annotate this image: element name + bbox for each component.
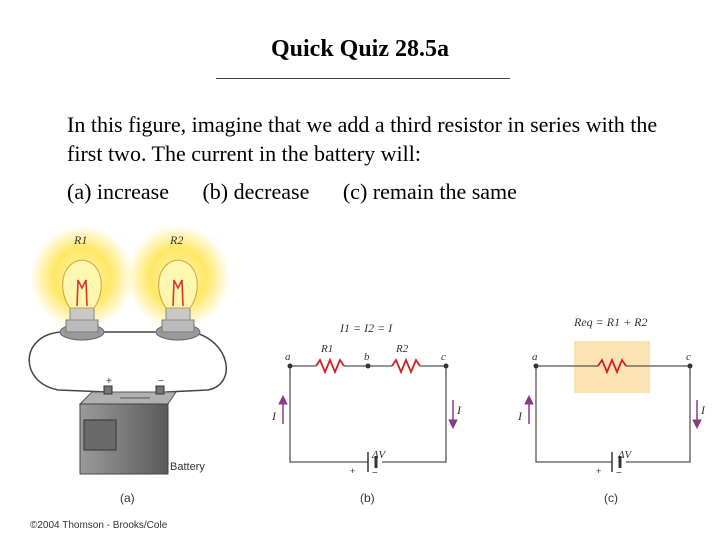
caption-c: (c) — [604, 491, 618, 505]
resistor-r2-b — [391, 357, 421, 375]
wire-loop — [28, 331, 227, 393]
node-b-b — [365, 363, 371, 369]
choice-a[interactable]: (a) increase — [67, 179, 169, 204]
label-r1-a: R1 — [73, 233, 87, 247]
resistor-r1-b — [315, 357, 345, 375]
answer-choices: (a) increase (b) decrease (c) remain the… — [67, 179, 667, 205]
choice-c[interactable]: (c) remain the same — [342, 179, 517, 204]
panel-a-pictorial-circuit: R1 R2 + − Battery (a) — [28, 225, 230, 505]
battery-minus-b: − — [372, 468, 378, 479]
battery-minus-a: − — [158, 376, 164, 387]
label-r1-b: R1 — [320, 343, 333, 355]
equation-c: Req = R1 + R2 — [573, 315, 648, 329]
slide-title: Quick Quiz 28.5a — [270, 36, 450, 62]
label-dv-c: ΔV — [617, 449, 632, 461]
caption-b: (b) — [360, 491, 375, 505]
label-current-right-b: I — [456, 403, 462, 417]
label-node-b-b: b — [364, 351, 370, 363]
label-current-right-c: I — [700, 403, 706, 417]
circuit-figure: R1 R2 + − Battery (a) I1 = I2 = I — [28, 225, 706, 531]
label-current-left-b: I — [271, 409, 277, 423]
battery — [78, 385, 177, 475]
caption-a: (a) — [120, 491, 135, 505]
label-node-a-b: a — [285, 351, 291, 363]
label-current-left-c: I — [517, 409, 523, 423]
equivalent-resistor-highlight — [574, 341, 650, 393]
current-arrow-down-c — [692, 400, 702, 430]
node-a-c — [533, 363, 539, 369]
battery-plus-c: + — [596, 466, 601, 476]
choice-b[interactable]: (b) decrease — [202, 179, 310, 204]
wire-c — [535, 365, 691, 463]
label-dv-b: ΔV — [371, 449, 386, 461]
battery-plus-a: + — [106, 376, 112, 387]
label-node-a-c: a — [532, 351, 538, 363]
current-arrow-down-b — [448, 400, 458, 430]
battery-minus-c: − — [616, 468, 622, 479]
resistor-req-c — [597, 357, 627, 375]
label-node-c-c: c — [686, 351, 691, 363]
bulb-r1 — [59, 259, 105, 341]
label-r2-b: R2 — [395, 343, 409, 355]
copyright-notice: ©2004 Thomson - Brooks/Cole — [30, 520, 168, 531]
battery-plus-b: + — [350, 466, 355, 476]
label-node-c-b: c — [441, 351, 446, 363]
panel-c-equivalent-schematic: Req = R1 + R2 a c ΔV + − I I (c) — [517, 315, 706, 505]
node-c-c — [687, 363, 693, 369]
node-c-b — [443, 363, 449, 369]
bulb-r2 — [155, 259, 201, 341]
question-text: In this figure, imagine that we add a th… — [67, 112, 658, 166]
current-arrow-up-b — [278, 394, 288, 424]
title-underline — [216, 78, 510, 79]
current-arrow-up-c — [524, 394, 534, 424]
equation-b: I1 = I2 = I — [339, 321, 393, 335]
node-a-b — [287, 363, 293, 369]
label-battery: Battery — [170, 461, 205, 473]
wire-b — [289, 365, 447, 463]
panel-b-series-schematic: I1 = I2 = I a b c R1 R2 ΔV + − I I (b) — [271, 321, 462, 505]
label-r2-a: R2 — [169, 233, 183, 247]
